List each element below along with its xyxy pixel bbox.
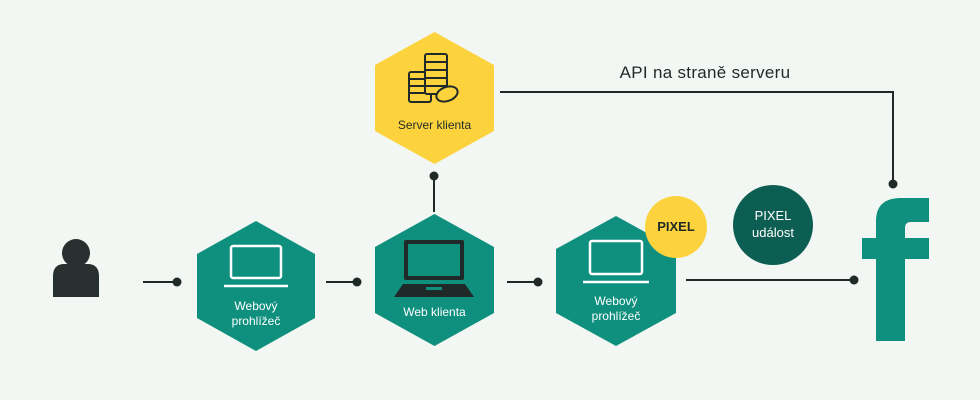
dot-server-out [429,171,439,181]
connector-dots [172,171,898,287]
pixel-badge-circle [645,196,707,258]
facebook-logo-icon [862,198,929,341]
pixel-event-line1: PIXEL [754,208,792,223]
pixel-event-line2: událost [752,225,794,240]
server-label: Server klienta [397,118,472,132]
coins-icon [408,53,459,103]
browser-right-label: Webový prohlížeč [556,294,676,324]
pixel-event-circle [733,185,813,265]
pixel-badge-label: PIXEL [657,219,695,234]
laptop-filled-icon [394,240,474,297]
dot-browser2-in [533,277,543,287]
connector-server-api-facebook [500,91,894,184]
laptop-outline-icon-left [224,244,288,288]
laptop-outline-icon-right [583,239,649,284]
browser-right-label-line2: prohlížeč [591,309,641,323]
dot-facebook-api-in [888,179,898,189]
api-label: API na straně serveru [619,63,791,82]
user-icon [53,239,99,297]
pixel-event-label: PIXEL událost [733,207,813,241]
browser-left-label: Webový prohlížeč [197,299,315,329]
web-client-label: Web klienta [403,305,466,319]
dot-facebook-in [849,275,859,285]
server-hexagon [375,32,494,164]
browser-right-label-line1: Webový [594,294,638,308]
dot-browser-in [172,277,182,287]
dot-web-in [352,277,362,287]
browser-left-label-line2: prohlížeč [231,314,281,328]
browser-left-label-line1: Webový [234,299,278,313]
